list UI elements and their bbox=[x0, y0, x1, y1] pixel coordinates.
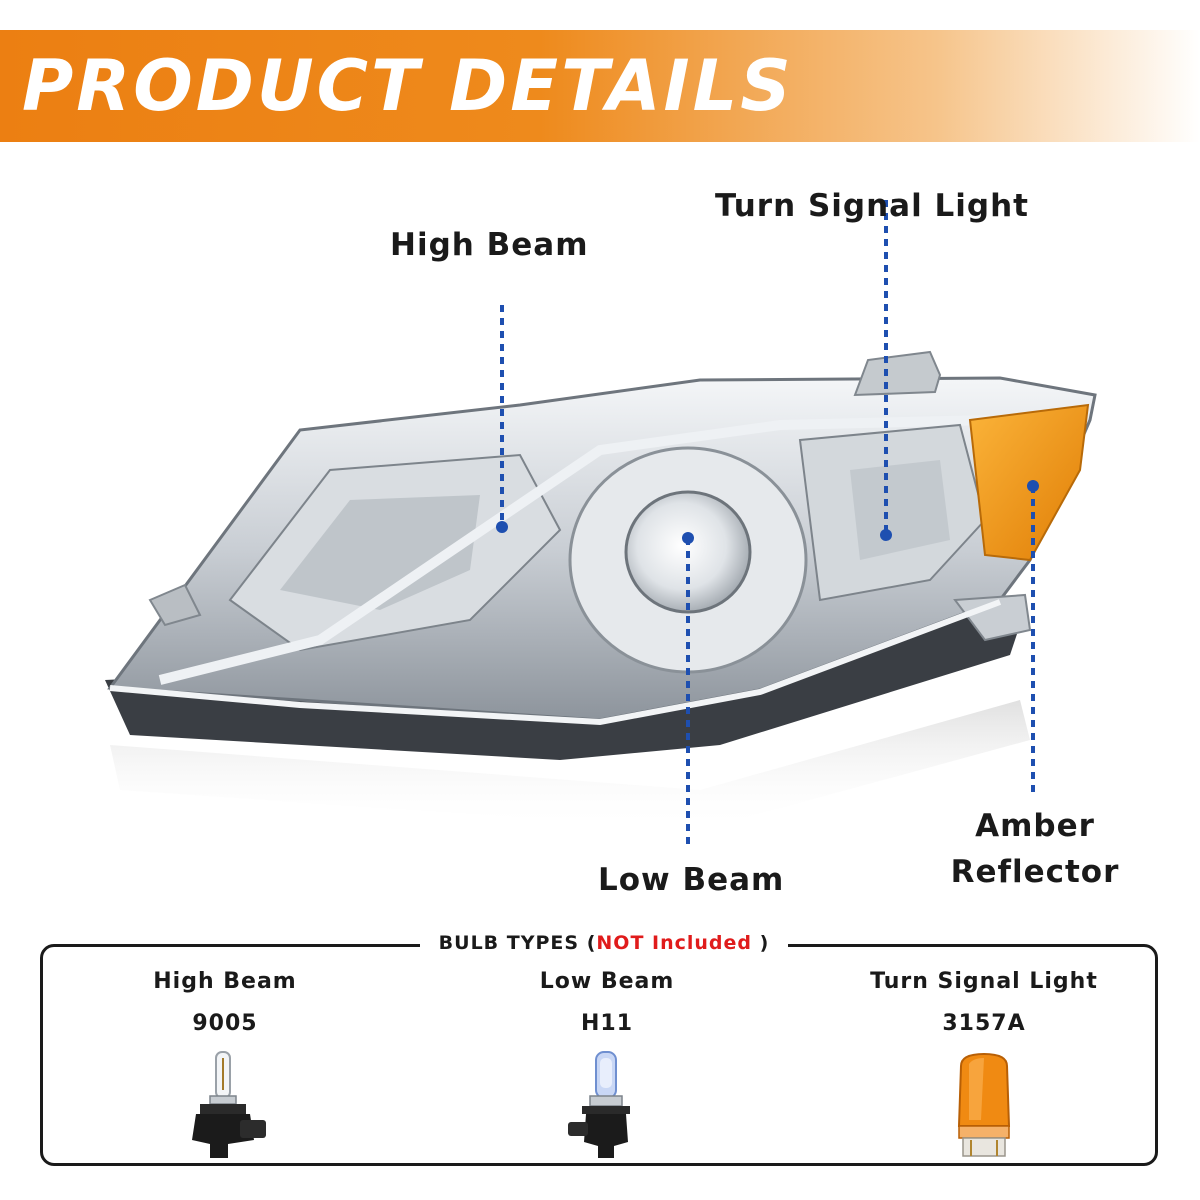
bulb-name: Turn Signal Light bbox=[870, 969, 1098, 994]
bulb-column-low-beam: Low Beam H11 bbox=[447, 960, 767, 1160]
bulb-column-turn-signal: Turn Signal Light 3157A bbox=[824, 960, 1144, 1160]
bulb-code: 3157A bbox=[942, 1011, 1026, 1036]
callout-low-beam: Low Beam bbox=[598, 862, 785, 898]
halogen-bulb-h11-icon bbox=[568, 1051, 630, 1158]
page-title: PRODUCT DETAILS bbox=[22, 45, 794, 127]
halogen-bulb-9005-icon bbox=[192, 1051, 266, 1158]
wedge-bulb-3157a-icon bbox=[957, 1052, 1011, 1157]
callout-amber-line1: Amber bbox=[975, 808, 1095, 844]
turn-signal-dot bbox=[880, 529, 892, 541]
callout-amber-reflector: Amber Reflector bbox=[950, 803, 1120, 895]
high-beam-dot bbox=[496, 521, 508, 533]
callout-high-beam: High Beam bbox=[390, 227, 589, 263]
low-beam-dot bbox=[682, 532, 694, 544]
not-included-label: NOT Included bbox=[596, 932, 753, 954]
bulb-column-high-beam: High Beam 9005 bbox=[65, 960, 385, 1160]
bulb-heading-suffix: ) bbox=[752, 932, 770, 954]
bulb-name: High Beam bbox=[153, 969, 297, 994]
title-banner: PRODUCT DETAILS bbox=[0, 30, 1200, 142]
bulb-heading-prefix: BULB TYPES ( bbox=[438, 932, 597, 954]
bulb-types-heading: BULB TYPES (NOT Included ) bbox=[420, 929, 788, 957]
headlight-assembly-icon bbox=[105, 200, 1097, 848]
bulb-code: 9005 bbox=[192, 1011, 258, 1036]
bulb-code: H11 bbox=[580, 1011, 634, 1036]
amber-dot bbox=[1027, 480, 1039, 492]
bulb-name: Low Beam bbox=[539, 969, 675, 994]
callout-amber-line2: Reflector bbox=[950, 854, 1120, 890]
callout-turn-signal: Turn Signal Light bbox=[715, 188, 1029, 224]
